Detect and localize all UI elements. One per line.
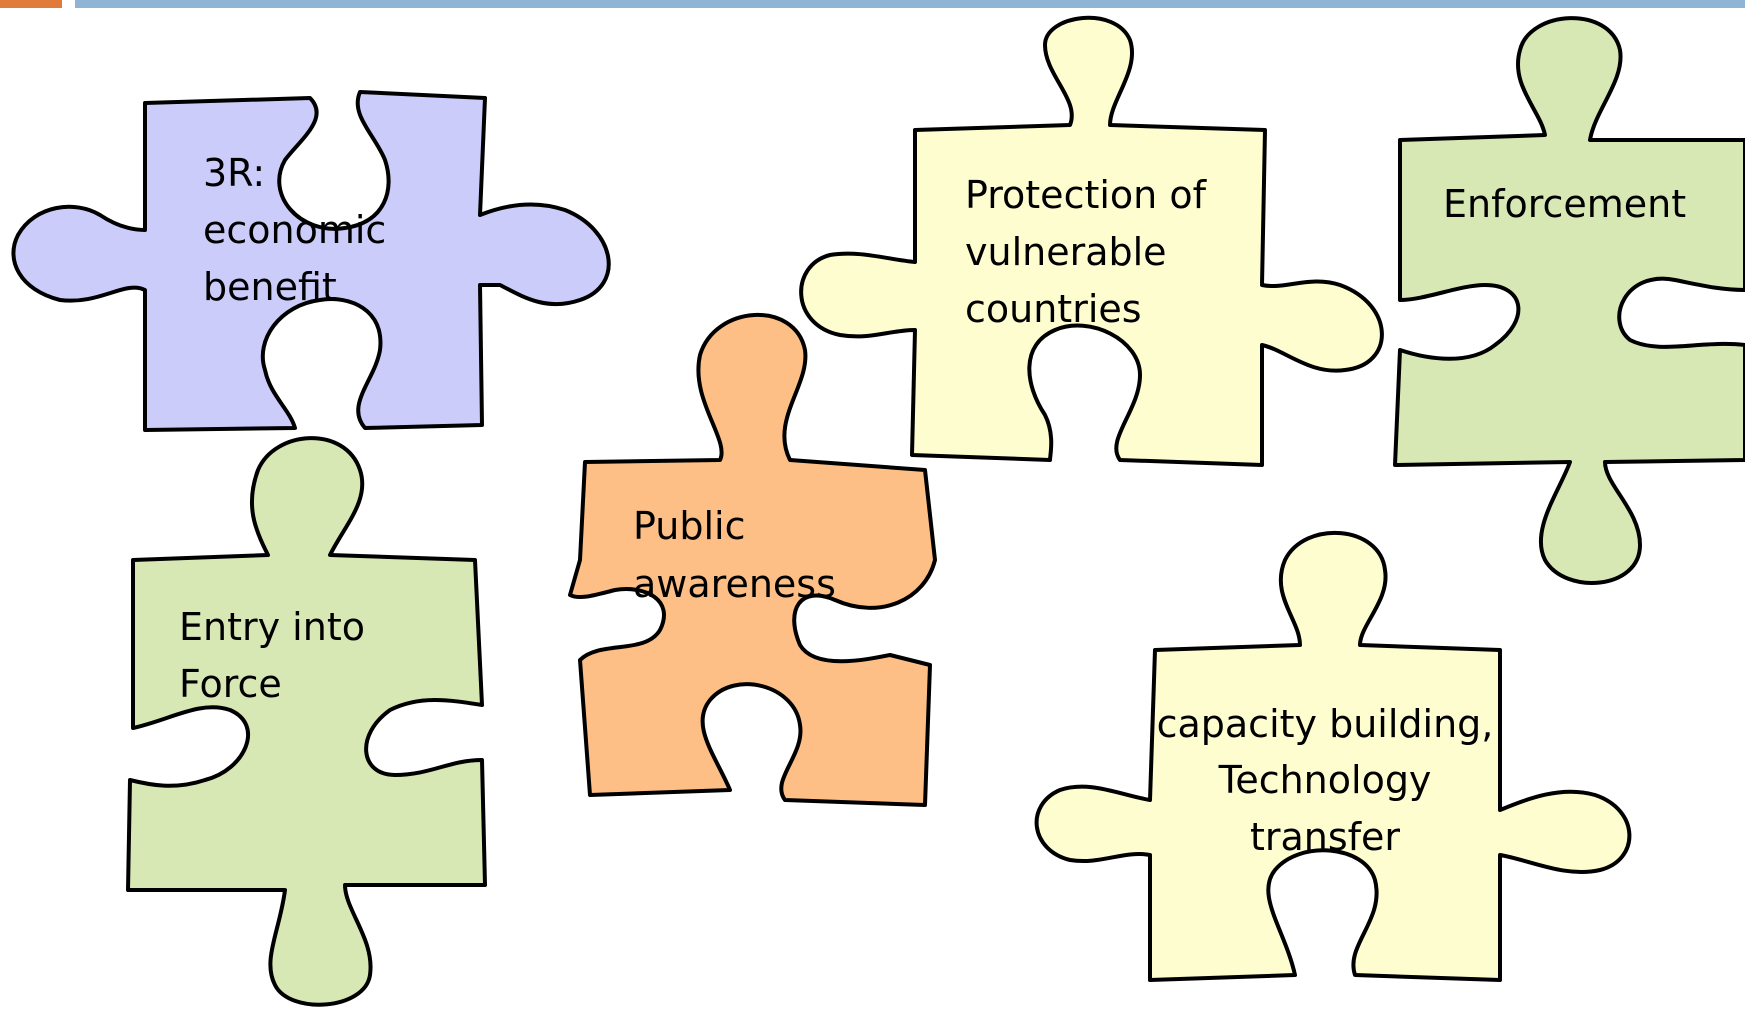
label-capacity-line2: Technology: [1218, 758, 1432, 802]
label-3r-line1: 3R:: [203, 151, 265, 195]
label-protection-line3: countries: [965, 287, 1142, 331]
puzzle-shape-capacity: [1034, 530, 1632, 982]
puzzle-piece-capacity: capacity building, Technology transfer: [1034, 530, 1632, 982]
puzzle-piece-protection: Protection of vulnerable countries: [799, 15, 1384, 467]
label-3r-line3: benefit: [203, 265, 337, 309]
puzzle-piece-enforcement: Enforcement: [1393, 16, 1745, 585]
puzzle-shape-3r: [11, 90, 611, 432]
label-public-line1: Public: [633, 504, 745, 548]
puzzle-shape-enforcement: [1393, 16, 1745, 585]
puzzle-shape-entry: [126, 436, 487, 1007]
puzzle-piece-entry-into-force: Entry into Force: [126, 436, 487, 1007]
puzzle-shape-protection: [799, 15, 1384, 467]
label-enforcement: Enforcement: [1443, 182, 1686, 226]
puzzle-shape-public: [568, 313, 937, 807]
label-entry-line1: Entry into: [179, 605, 365, 649]
label-3r-line2: economic: [203, 208, 386, 252]
label-entry-line2: Force: [179, 662, 282, 706]
label-capacity-line3: transfer: [1250, 815, 1400, 859]
title-accent-bar: [0, 0, 62, 8]
title-rule: [75, 0, 1745, 8]
label-protection-line1: Protection of: [965, 173, 1208, 217]
label-capacity-line1: capacity building,: [1157, 702, 1494, 746]
puzzle-piece-3r: 3R: economic benefit: [11, 90, 611, 432]
label-public-line2: awareness: [633, 562, 836, 606]
puzzle-piece-public-awareness: Public awareness: [568, 313, 937, 807]
label-protection-line2: vulnerable: [965, 230, 1167, 274]
